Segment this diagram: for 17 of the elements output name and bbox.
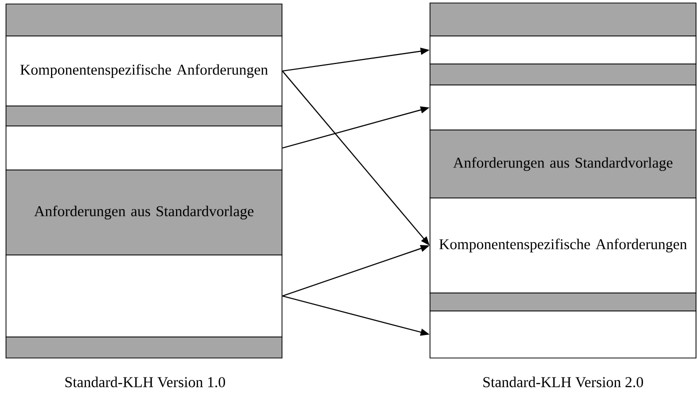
empty-band bbox=[430, 310, 696, 358]
divider-band bbox=[430, 292, 696, 312]
requirement-band: Komponentenspezifische Anforderungen bbox=[430, 198, 696, 294]
empty-band bbox=[430, 36, 696, 64]
requirement-band: Anforderungen aus Standardvorlage bbox=[430, 130, 696, 198]
divider-band bbox=[6, 336, 282, 358]
requirement-band: Komponentenspezifische Anforderungen bbox=[6, 36, 282, 106]
divider-band bbox=[430, 64, 696, 86]
requirement-band: Anforderungen aus Standardvorlage bbox=[6, 170, 282, 256]
version-caption: Standard-KLH Version 2.0 bbox=[483, 376, 644, 388]
divider-band bbox=[6, 4, 282, 36]
empty-band bbox=[6, 126, 282, 170]
empty-band bbox=[430, 84, 696, 130]
divider-band bbox=[6, 106, 282, 126]
divider-band bbox=[430, 2, 696, 36]
empty-band bbox=[6, 254, 282, 338]
version-caption: Standard-KLH Version 1.0 bbox=[65, 376, 226, 388]
